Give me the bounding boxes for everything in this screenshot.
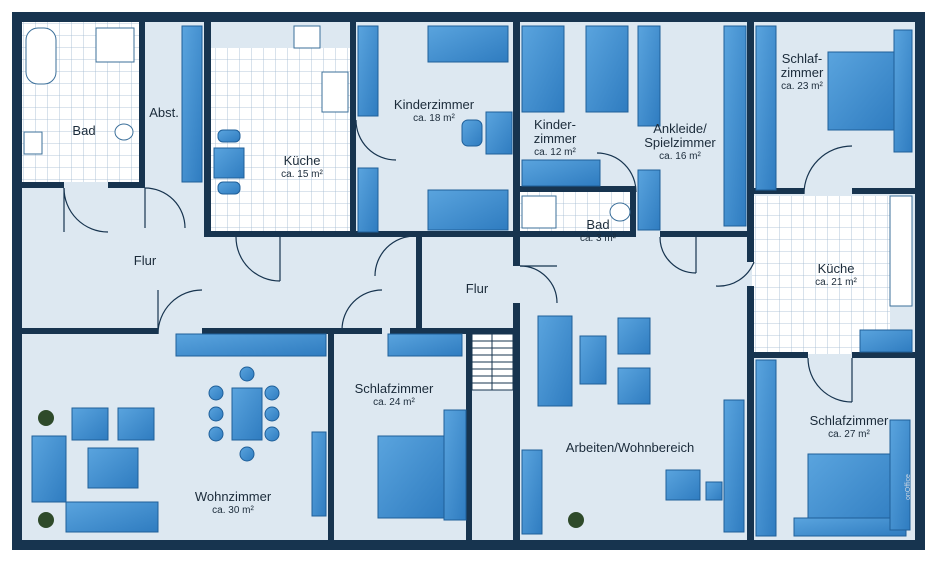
room-label-flur-left: Flur — [133, 253, 157, 268]
room-label-abst: Abst. — [149, 105, 179, 120]
staircase — [471, 333, 514, 391]
kitchen2-tiles — [752, 196, 890, 354]
room-label-arbeiten: Arbeiten/Wohnbereich — [565, 440, 695, 455]
plants — [38, 410, 584, 528]
door-swings — [63, 119, 853, 403]
room-label-flur-center: Flur — [465, 281, 489, 296]
interior-walls — [22, 22, 915, 540]
room-label-bad: Bad — [72, 123, 96, 138]
furniture — [23, 25, 913, 537]
watermark: onOffice — [905, 474, 912, 500]
